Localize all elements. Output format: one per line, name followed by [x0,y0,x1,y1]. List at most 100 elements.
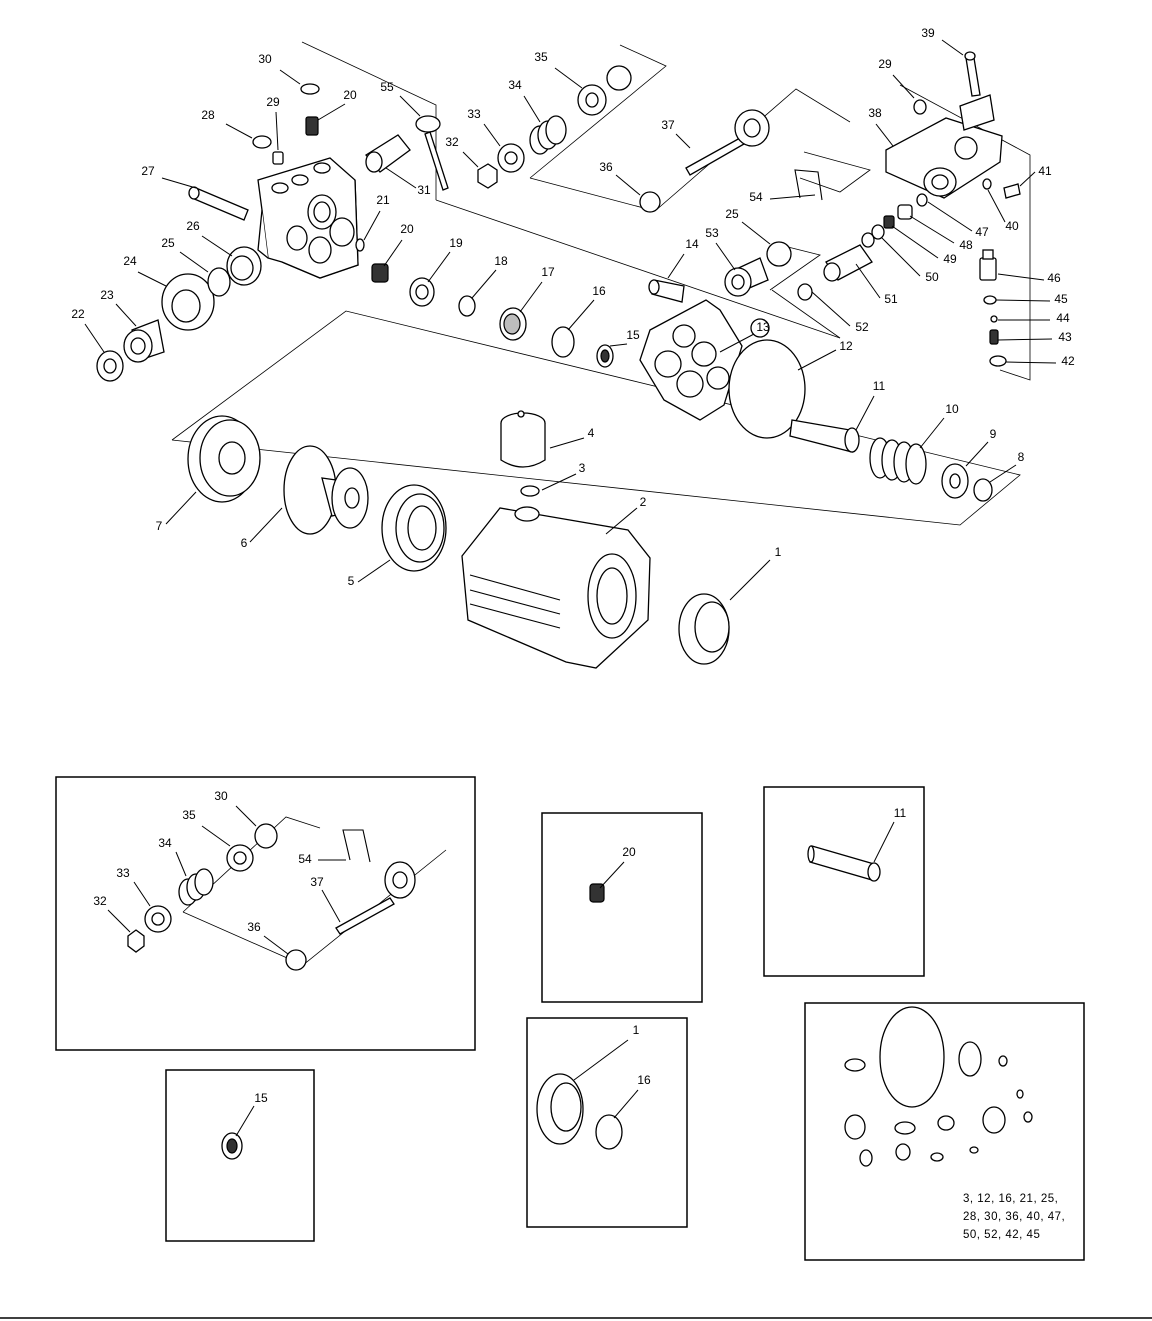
inset-oring-kit: 3, 12, 16, 21, 25, 28, 30, 36, 40, 47, 5… [804,1002,1085,1261]
leader-c-26 [201,235,233,257]
inset-leader-7 [263,935,289,955]
crankcase-2 [461,506,651,669]
seal-15 [596,344,614,368]
washer-9 [941,463,969,499]
inset-callout-label-32: 32 [93,894,107,908]
callout-label-52: 52 [855,320,869,334]
washer-35 [577,84,607,116]
callout-label-41: 41 [1038,164,1052,178]
inset-callout-label-36: 36 [247,920,261,934]
inset-callout-label-54: 54 [298,852,312,866]
washer-22 [96,350,124,382]
kit-line-1: 3, 12, 16, 21, 25, [963,1193,1058,1205]
callout-label-26: 26 [186,219,200,233]
manifold-block [257,157,359,279]
oring-3 [520,485,540,497]
cam-6 [283,445,369,535]
fitting-53 [724,257,769,297]
leader-c-27 [161,177,197,189]
callout-label-46: 46 [1047,271,1061,285]
kit-line-2: 28, 30, 36, 40, 47, [963,1211,1065,1223]
ring-8 [973,478,993,502]
leader-c-48 [909,215,955,244]
leader-c-7 [165,491,197,525]
stem-37 [685,109,770,176]
leader-c-54a [769,194,816,200]
leader-c-39 [941,39,964,56]
callout-label-5: 5 [348,574,355,588]
leader-c-16 [567,299,595,331]
leader-c-25b [179,251,209,273]
leader-c-29b [275,111,279,151]
leader-c-40 [987,189,1006,223]
leader-c-30a [279,69,301,85]
oring-52 [797,283,813,301]
callout-label-53: 53 [705,226,719,240]
callout-label-44: 44 [1056,311,1070,325]
leader-c-9 [965,441,989,467]
leader-c-24 [137,271,167,287]
inset-leader-9 [873,821,895,863]
spring-10 [869,437,927,485]
nut-24 [161,273,215,331]
leader-c-33a [483,123,501,147]
callout-label-11: 11 [873,379,886,393]
oring-16 [551,326,575,358]
leader-c-25a [741,221,771,245]
callout-label-31: 31 [417,183,431,197]
callout-label-9: 9 [990,427,997,441]
part-48 [897,204,913,220]
callout-label-37: 37 [661,118,675,132]
bearing-7 [187,415,261,503]
leader-c-13 [719,333,755,353]
valve-33 [497,143,525,173]
seal-1 [678,593,730,665]
callout-label-55: 55 [380,80,394,94]
inset-callout-leaders [107,805,895,1137]
leader-c-50 [881,237,921,277]
plug-29a [272,151,284,165]
inset-callout-label-16: 16 [637,1073,651,1087]
callout-label-24: 24 [123,254,137,268]
bolt-39 [964,51,981,97]
callout-label-13: 13 [756,320,770,334]
filter-26 [226,246,262,286]
leader-c-38 [875,123,894,147]
leader-c-19 [427,251,451,283]
pump-head-13 [639,299,770,421]
oring-21 [355,238,365,252]
plug-41 [1003,183,1021,199]
leader-c-49 [891,225,939,259]
callout-label-27: 27 [141,164,155,178]
leader-c-31 [385,167,417,189]
leader-c-18 [471,269,497,299]
piston-51 [823,244,873,282]
inset-leader-12 [613,1089,639,1119]
inset-part-15 [165,1069,315,1242]
inset-leader-1 [201,825,231,847]
callout-label-38: 38 [868,106,882,120]
callout-label-42: 42 [1061,354,1075,368]
ring-19 [409,277,435,307]
callout-label-8: 8 [1018,450,1025,464]
inset-callout-label-34: 34 [158,836,172,850]
oring-47 [916,193,928,207]
inset-callout-label-15: 15 [254,1091,268,1105]
leader-c-28 [225,123,253,139]
seal-17 [499,307,527,341]
callout-label-25: 25 [161,236,175,250]
washer-42 [989,355,1007,367]
fitting-20b [371,263,389,283]
callout-label-17: 17 [541,265,555,279]
callout-label-47: 47 [975,225,989,239]
inset-leader-10 [235,1105,255,1137]
leader-c-6 [249,507,283,543]
callout-label-30: 30 [258,52,272,66]
inset-leader-6 [321,889,341,923]
oring-25b [766,241,792,267]
inset-leader-0 [235,805,257,827]
callout-label-7: 7 [156,519,163,533]
inset-callout-label-33: 33 [116,866,130,880]
